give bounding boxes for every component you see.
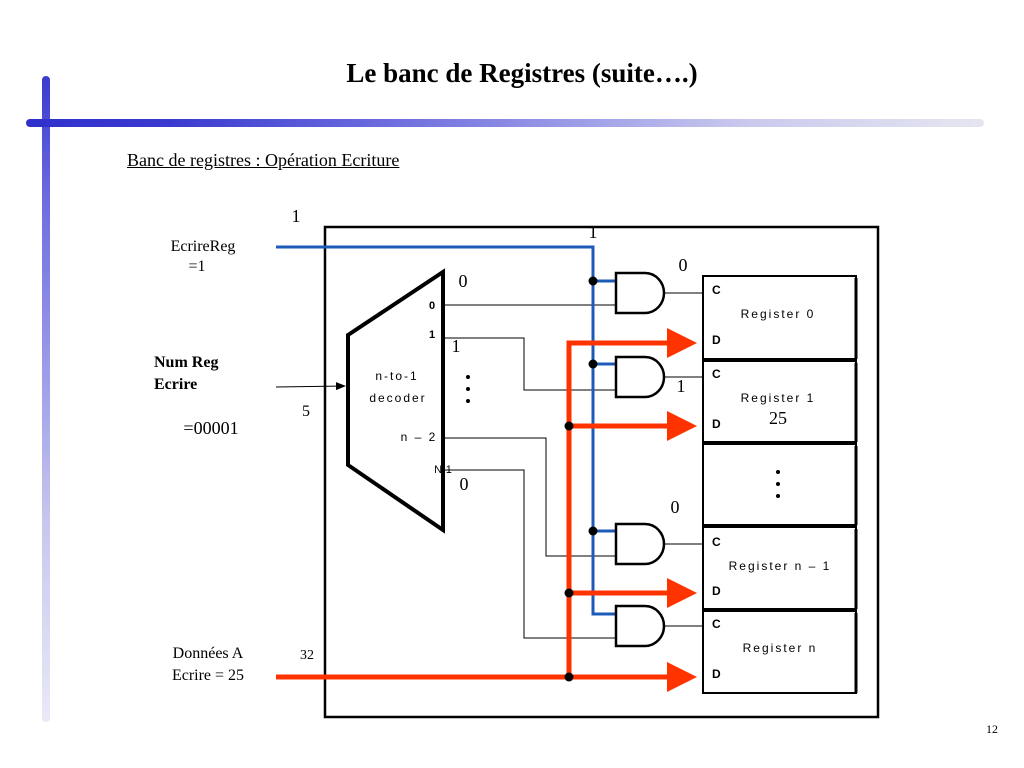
and-gate-1	[614, 355, 666, 399]
data-label-1: Données A	[173, 645, 244, 662]
reg-n-c-label: C	[712, 617, 721, 631]
decoder-label-line2: decoder	[369, 391, 426, 405]
and-gates	[614, 271, 666, 648]
reg-n1-c-label: C	[712, 535, 721, 549]
reg-num-value: =00001	[183, 418, 238, 438]
signal-enable-in: 1	[292, 206, 301, 226]
reg1-name: Register 1	[741, 391, 816, 405]
decoder-out-n2-label: n – 2	[401, 430, 438, 444]
accent-horizontal-bar	[26, 119, 984, 127]
register-n	[702, 610, 858, 694]
signal-gate-n1-out: 0	[671, 497, 680, 517]
reg-n1-d-label: D	[712, 584, 721, 598]
reg-num-input-wire	[275, 382, 346, 391]
decoder-out0-label: 0	[429, 300, 435, 312]
register-n-1	[702, 526, 858, 610]
write-data-bus	[276, 328, 697, 692]
signal-dec-out1: 1	[452, 336, 461, 356]
signal-gate1-out: 1	[677, 376, 686, 396]
reg-num-label-1: Num Reg	[154, 354, 218, 371]
register-0	[702, 275, 858, 360]
data-label-2: Ecrire = 25	[172, 667, 244, 684]
reg0-d-label: D	[712, 333, 721, 347]
slide-subtitle: Banc de registres : Opération Ecriture	[127, 150, 400, 170]
page-number: 12	[986, 722, 998, 736]
reg-n-d-label: D	[712, 667, 721, 681]
data-bits: 32	[300, 648, 314, 663]
and-gate-0	[614, 271, 666, 315]
accent-vertical-bar	[42, 76, 50, 722]
reg-num-bits: 5	[302, 403, 310, 420]
decoder-dots	[466, 375, 470, 403]
reg0-c-label: C	[712, 283, 721, 297]
reg0-name: Register 0	[741, 307, 816, 321]
and-gate-n-1	[614, 522, 666, 566]
decoder-label-line1: n-to-1	[375, 369, 418, 383]
write-enable-label: EcrireReg	[171, 238, 236, 255]
write-enable-value: =1	[188, 258, 205, 275]
signal-gate0-out: 0	[679, 255, 688, 275]
reg-num-label-2: Ecrire	[154, 376, 197, 393]
and-gate-n	[614, 604, 666, 648]
gate-output-wires	[664, 292, 703, 627]
decoder-out-n1-label: N-1	[434, 464, 452, 476]
signal-enable-bus: 1	[589, 222, 598, 242]
register-dots	[776, 470, 780, 498]
decoder-block	[346, 268, 445, 534]
register-1	[702, 360, 858, 443]
signal-dec-out0: 0	[459, 271, 468, 291]
reg-n1-name: Register n – 1	[729, 559, 832, 573]
reg-n-name: Register n	[743, 641, 818, 655]
reg1-value: 25	[769, 408, 787, 428]
slide-title: Le banc de Registres (suite….)	[346, 58, 698, 88]
reg1-c-label: C	[712, 367, 721, 381]
register-file-box	[323, 225, 880, 719]
signal-dec-out-n1: 0	[460, 474, 469, 494]
junction-dots	[564, 276, 598, 682]
reg1-d-label: D	[712, 417, 721, 431]
decoder-out1-label: 1	[429, 329, 435, 341]
